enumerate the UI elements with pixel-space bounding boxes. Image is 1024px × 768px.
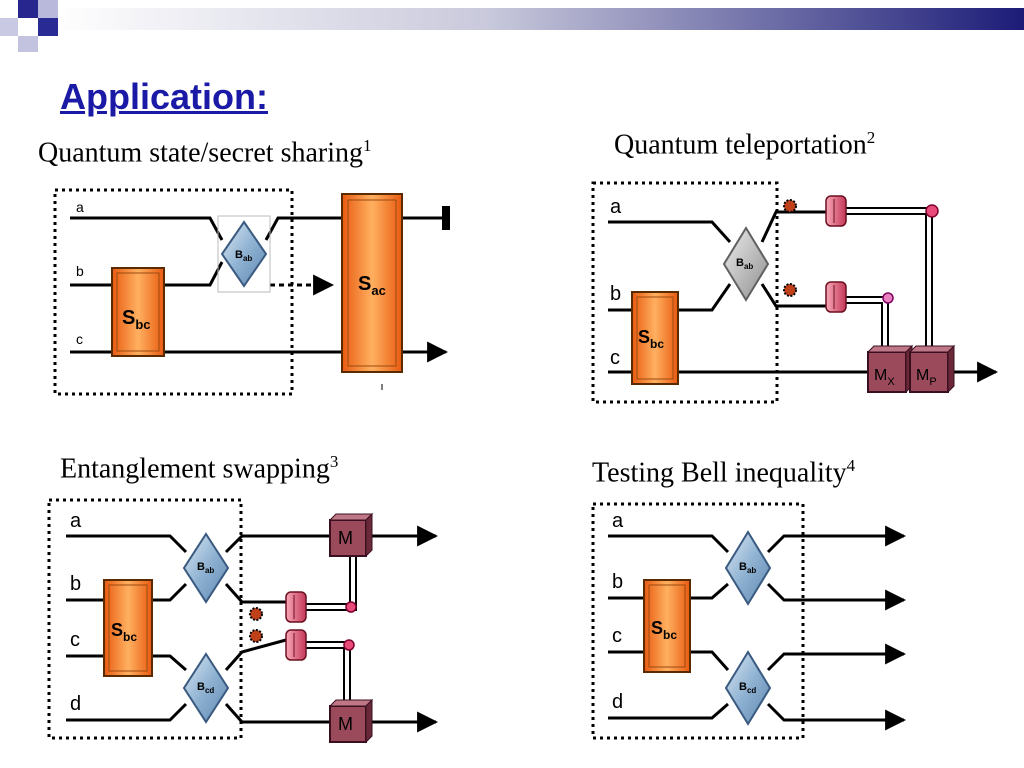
svg-text:Bcd: Bcd	[739, 681, 756, 695]
wire-a	[608, 534, 730, 554]
out-a	[224, 534, 330, 554]
header-banner	[0, 0, 1024, 52]
svg-text:Sbc: Sbc	[111, 620, 137, 644]
panel-title-bell-inequality: Testing Bell inequality4	[592, 456, 856, 489]
wire-to-det-2	[760, 283, 826, 308]
classical-node-1	[925, 204, 939, 218]
wire-label-b: b	[70, 573, 81, 595]
wire-to-det-1	[760, 210, 826, 243]
wire-label-c: c	[76, 331, 83, 347]
classical-node-1	[345, 601, 357, 613]
svg-text:Sbc: Sbc	[651, 618, 677, 642]
svg-text:M: M	[338, 714, 353, 734]
wire-label-b: b	[76, 263, 84, 279]
dotted-frame	[591, 502, 805, 740]
wire-label-d: d	[612, 691, 623, 713]
panel-title-teleportation: Quantum teleportation2	[614, 128, 876, 161]
wire-a-out	[264, 216, 342, 241]
bell-measurement-cd: Bcd	[182, 652, 230, 724]
panel-title-secret-sharing: Quantum state/secret sharing1	[38, 136, 372, 169]
svg-text:Sbc: Sbc	[122, 307, 151, 332]
wire-d	[66, 702, 188, 722]
wire-label-a: a	[76, 199, 84, 215]
svg-text:MP: MP	[916, 367, 937, 388]
svg-text:Bab: Bab	[197, 561, 214, 575]
wire-label-b: b	[612, 571, 623, 593]
wire-a	[608, 220, 732, 244]
out-c	[224, 638, 287, 671]
wire-label-c: c	[70, 629, 80, 651]
panel-title-entanglement-swapping: Entanglement swapping3	[60, 452, 339, 485]
wire-label-c: c	[610, 347, 620, 369]
wire-label-d: d	[70, 693, 81, 715]
svg-text:Bab: Bab	[736, 257, 753, 271]
bell-measurement-ab: Bab	[724, 530, 772, 606]
out-b	[766, 582, 860, 602]
svg-text:MX: MX	[874, 367, 895, 388]
bell-measurement-cd: Bcd	[724, 650, 772, 726]
dotted-frame	[53, 188, 294, 396]
big-box-sac: Sac	[341, 193, 403, 373]
svg-text:Bab: Bab	[235, 249, 252, 263]
photon-detector-1	[783, 195, 847, 227]
wire-a	[70, 216, 224, 241]
source-box-sbc: Sbc	[631, 291, 679, 385]
slide-title: Application:	[60, 76, 268, 117]
dotted-frame	[47, 498, 243, 740]
svg-text:Bcd: Bcd	[197, 681, 214, 695]
source-box-sbc: Sbc	[643, 579, 691, 673]
out-a	[766, 534, 860, 554]
classical-node-2	[343, 639, 355, 651]
panel-bell-inequality: a b c d Sbc Bab Bcd	[591, 502, 907, 740]
measure-box-mp: MP	[908, 344, 956, 394]
dotted-frame	[591, 181, 779, 404]
panel-secret-sharing: a b c Sbc Bab Sac	[53, 188, 450, 396]
wire-c	[66, 654, 187, 672]
panel-entanglement-swapping: a b c d Sbc	[47, 498, 439, 744]
source-box-sbc: Sbc	[103, 579, 153, 677]
panel-teleportation: a b c Sbc	[591, 181, 999, 404]
out-d	[766, 702, 860, 722]
out-c	[766, 652, 860, 672]
bell-measurement-ab: Bab	[182, 532, 230, 604]
wire-b-out	[678, 283, 732, 312]
measure-box-2: M	[328, 698, 374, 744]
wire-c	[608, 650, 730, 671]
classical-node-2	[882, 292, 894, 304]
svg-text:Sbc: Sbc	[638, 327, 664, 351]
wire-b-out	[165, 261, 224, 287]
wire-label-c: c	[612, 625, 622, 647]
out-b	[224, 583, 286, 604]
classical-line-2	[306, 641, 351, 704]
wire-b	[608, 582, 729, 600]
photon-detector-2	[783, 281, 847, 313]
source-box-sbc: Sbc	[111, 267, 165, 357]
wire-label-a: a	[70, 510, 82, 532]
svg-text:M: M	[338, 528, 353, 548]
svg-text:Sac: Sac	[358, 273, 386, 298]
measure-box-mx: MX	[866, 344, 914, 394]
measure-box-1: M	[328, 512, 374, 558]
wire-label-b: b	[610, 283, 621, 305]
logo-squares	[0, 0, 58, 52]
wire-d	[608, 702, 729, 720]
wire-label-a: a	[610, 196, 622, 218]
photon-detector-1	[249, 591, 307, 623]
wire-a	[66, 534, 188, 554]
wire-b	[66, 582, 188, 602]
wire-label-a: a	[612, 510, 624, 532]
wire-stop-bar	[442, 206, 450, 230]
classical-line-2	[846, 296, 889, 352]
svg-text:Bab: Bab	[739, 561, 756, 575]
bell-measurement-ab: Bab	[722, 226, 770, 302]
out-d	[224, 703, 330, 724]
photon-detector-2	[249, 629, 307, 661]
bell-measurement-ab: Bab	[217, 215, 271, 293]
